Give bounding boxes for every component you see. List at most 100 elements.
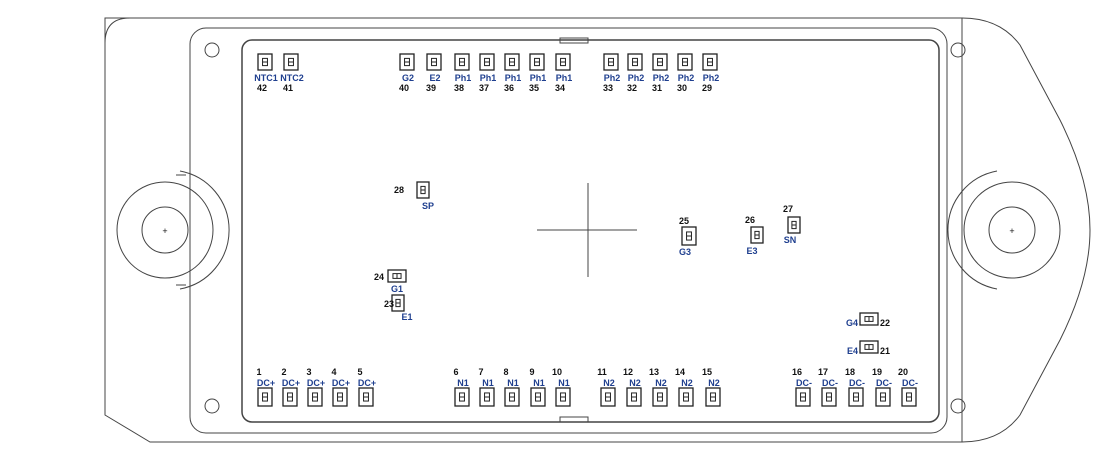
inner-pin-28 bbox=[416, 181, 430, 199]
bottom-pin-3 bbox=[307, 387, 323, 407]
bottom-pin-number: 12 bbox=[623, 367, 633, 377]
top-pin-label: Ph1 bbox=[455, 73, 472, 83]
top-pin-29 bbox=[702, 53, 718, 71]
inner-pin-22 bbox=[859, 312, 879, 326]
bottom-pin-5 bbox=[358, 387, 374, 407]
inner-pin-number: 26 bbox=[745, 215, 755, 225]
bottom-pin-number: 9 bbox=[529, 367, 534, 377]
bottom-pin-number: 13 bbox=[649, 367, 659, 377]
top-pin-label: Ph1 bbox=[556, 73, 573, 83]
screw-hole-tr bbox=[950, 42, 966, 58]
bottom-pin-number: 17 bbox=[818, 367, 828, 377]
bottom-pin-12 bbox=[626, 387, 642, 407]
bottom-pin-label: DC+ bbox=[282, 378, 300, 388]
bottom-pin-label: N1 bbox=[507, 378, 519, 388]
screw-hole-tl bbox=[204, 42, 220, 58]
top-pin-37 bbox=[479, 53, 495, 71]
bottom-pin-label: DC+ bbox=[332, 378, 350, 388]
bottom-pin-label: DC- bbox=[849, 378, 865, 388]
screw-hole-bl bbox=[204, 398, 220, 414]
top-pin-number: 34 bbox=[555, 83, 565, 93]
bottom-pin-label: N1 bbox=[558, 378, 570, 388]
bottom-pin-label: N2 bbox=[708, 378, 720, 388]
top-pin-number: 37 bbox=[479, 83, 489, 93]
bottom-pin-label: DC+ bbox=[307, 378, 325, 388]
bottom-pin-7 bbox=[479, 387, 495, 407]
top-pin-label: Ph2 bbox=[628, 73, 645, 83]
inner-pin-label: SP bbox=[422, 201, 434, 211]
top-pin-number: 36 bbox=[504, 83, 514, 93]
bottom-pin-number: 15 bbox=[702, 367, 712, 377]
inner-pin-label: E1 bbox=[401, 312, 412, 322]
top-pin-number: 35 bbox=[529, 83, 539, 93]
bottom-pin-number: 5 bbox=[357, 367, 362, 377]
bottom-pin-20 bbox=[901, 387, 917, 407]
top-pin-32 bbox=[627, 53, 643, 71]
bottom-pin-label: DC- bbox=[902, 378, 918, 388]
top-pin-39 bbox=[426, 53, 442, 71]
top-pin-label: Ph1 bbox=[505, 73, 522, 83]
inner-pin-number: 25 bbox=[679, 216, 689, 226]
bottom-pin-label: DC+ bbox=[358, 378, 376, 388]
bottom-pin-label: N2 bbox=[603, 378, 615, 388]
inner-pin-number: 22 bbox=[880, 318, 890, 328]
top-pin-40 bbox=[399, 53, 415, 71]
bottom-pin-10 bbox=[555, 387, 571, 407]
top-pin-label: Ph1 bbox=[480, 73, 497, 83]
bottom-pin-number: 16 bbox=[792, 367, 802, 377]
top-pin-number: 42 bbox=[257, 83, 267, 93]
bottom-pin-number: 14 bbox=[675, 367, 685, 377]
bottom-pin-label: N2 bbox=[681, 378, 693, 388]
screw-hole-br bbox=[950, 398, 966, 414]
inner-pin-number: 24 bbox=[374, 272, 384, 282]
top-pin-34 bbox=[555, 53, 571, 71]
right-ear-outline bbox=[961, 17, 1091, 443]
bottom-pin-number: 4 bbox=[331, 367, 336, 377]
top-pin-31 bbox=[652, 53, 668, 71]
left-mount-ring bbox=[116, 181, 214, 279]
top-pin-label: Ph2 bbox=[678, 73, 695, 83]
top-pin-36 bbox=[504, 53, 520, 71]
bottom-pin-label: N1 bbox=[482, 378, 494, 388]
top-pin-number: 41 bbox=[283, 83, 293, 93]
top-pin-label: Ph2 bbox=[653, 73, 670, 83]
top-pin-label: NTC1 bbox=[254, 73, 278, 83]
top-pin-label: Ph2 bbox=[604, 73, 621, 83]
inner-frame-inner bbox=[241, 39, 940, 423]
center-mark: + bbox=[162, 226, 167, 236]
right-ear-arc bbox=[947, 170, 998, 290]
top-pin-label: E2 bbox=[429, 73, 440, 83]
top-pin-label: Ph1 bbox=[530, 73, 547, 83]
inner-pin-23 bbox=[391, 294, 405, 312]
left-ear-arc bbox=[179, 170, 230, 290]
inner-pin-number: 28 bbox=[394, 185, 404, 195]
bottom-pin-label: N1 bbox=[533, 378, 545, 388]
bottom-pin-15 bbox=[705, 387, 721, 407]
top-pin-42 bbox=[257, 53, 273, 71]
top-pin-label: G2 bbox=[402, 73, 414, 83]
inner-frame-outer bbox=[189, 27, 948, 434]
top-pin-number: 39 bbox=[426, 83, 436, 93]
bottom-pin-6 bbox=[454, 387, 470, 407]
right-mount-hole bbox=[988, 206, 1036, 254]
top-pin-number: 32 bbox=[627, 83, 637, 93]
bottom-pin-label: DC- bbox=[822, 378, 838, 388]
bottom-pin-number: 7 bbox=[478, 367, 483, 377]
inner-pin-label: G3 bbox=[679, 247, 691, 257]
bottom-pin-number: 8 bbox=[503, 367, 508, 377]
right-mount-ring bbox=[963, 181, 1061, 279]
bottom-pin-13 bbox=[652, 387, 668, 407]
bottom-pin-number: 2 bbox=[281, 367, 286, 377]
inner-pin-label: G1 bbox=[391, 284, 403, 294]
top-pin-number: 33 bbox=[603, 83, 613, 93]
inner-pin-label: SN bbox=[784, 235, 797, 245]
inner-pin-label: G4 bbox=[846, 318, 858, 328]
top-pin-number: 40 bbox=[399, 83, 409, 93]
bottom-pin-number: 11 bbox=[597, 367, 607, 377]
left-mount-hole bbox=[141, 206, 189, 254]
bottom-pin-16 bbox=[795, 387, 811, 407]
bottom-pin-label: DC+ bbox=[257, 378, 275, 388]
bottom-pin-number: 1 bbox=[256, 367, 261, 377]
